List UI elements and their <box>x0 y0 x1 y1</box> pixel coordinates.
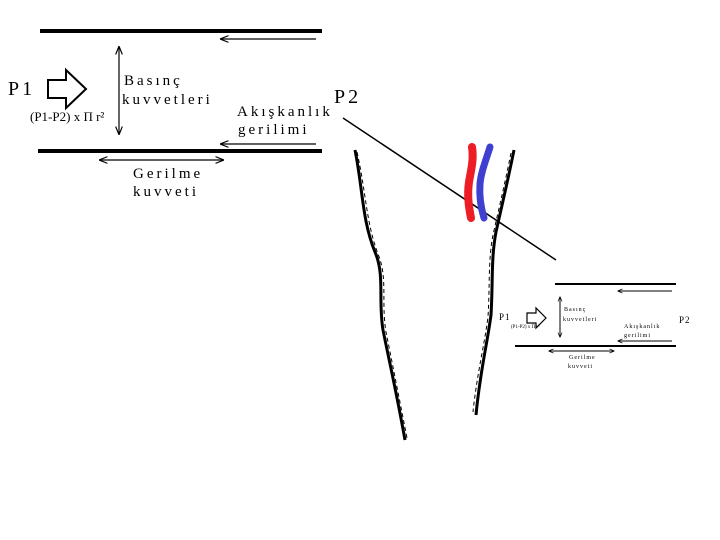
flow-arrow-icon <box>47 67 88 111</box>
inset-p2-label: P2 <box>679 315 691 325</box>
inset-flow-arrow-icon <box>526 306 547 330</box>
pressure-formula: (P1-P2) x Π r² <box>30 109 105 124</box>
inset-tension-force-label-line1: Gerilme <box>569 355 596 361</box>
inset-pressure-forces-label-line1: Basınç <box>564 307 587 313</box>
leg-outline-left <box>353 149 407 441</box>
pressure-forces-label-line2: kuvvetleri <box>122 92 213 108</box>
artery-red <box>464 143 477 222</box>
p2-label: P2 <box>334 86 362 108</box>
inset-viscous-stress-label-line2: gerilimi <box>624 333 651 339</box>
vein-blue <box>476 143 494 222</box>
tension-force-label-line2: kuvveti <box>133 184 199 200</box>
inset-tension-force-label-line2: kuvveti <box>568 364 593 370</box>
inset-pressure-formula: (P1-P2) x Π r² <box>511 325 540 330</box>
tension-force-label-line1: Gerilme <box>133 166 204 182</box>
inset-viscous-stress-label-line1: Akışkanlık <box>624 324 661 330</box>
pointer-line <box>342 117 557 261</box>
pressure-forces-label-line1: Basınç <box>124 73 183 89</box>
inset-pressure-forces-label-line2: kuvvetleri <box>563 317 598 323</box>
viscous-stress-label-line2: gerilimi <box>238 122 310 138</box>
leg-outline-right <box>474 149 516 416</box>
p1-label: P1 <box>8 78 36 100</box>
viscous-stress-label-line1: Akışkanlık <box>237 104 333 120</box>
inset-p1-label: P1 <box>499 312 511 322</box>
